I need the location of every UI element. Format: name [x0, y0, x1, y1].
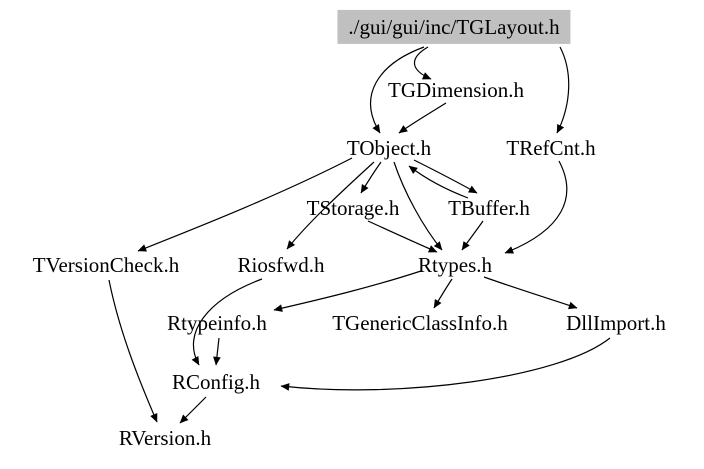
node-tversioncheck[interactable]: TVersionCheck.h [32, 252, 180, 277]
edge-tstorage-rtypes [367, 220, 438, 253]
edge-riosfwd-rconfig [191, 278, 263, 366]
node-tbuffer[interactable]: TBuffer.h [448, 195, 530, 220]
edge-tobject-rtypes [393, 161, 443, 251]
node-tglayout-root: ./gui/gui/inc/TGLayout.h [337, 9, 571, 45]
edge-tglayout-trefcnt [556, 46, 570, 134]
edge-tobject-riosfwd [286, 161, 375, 250]
edge-tbuffer-rtypes [461, 220, 484, 251]
edge-tobject-tstorage [360, 161, 382, 194]
edge-dllimport-rconfig [280, 337, 611, 391]
node-rversion[interactable]: RVersion.h [118, 425, 212, 450]
node-tstorage[interactable]: TStorage.h [306, 195, 400, 220]
node-riosfwd[interactable]: Riosfwd.h [237, 252, 325, 277]
edge-tbuffer-tobject [408, 165, 469, 199]
edge-tversioncheck-rversion [108, 279, 158, 423]
node-dllimport[interactable]: DllImport.h [566, 310, 666, 335]
edge-tgdimension-tobject [398, 102, 447, 134]
node-rconfig[interactable]: RConfig.h [171, 369, 261, 394]
edge-rtypes-dllimport [483, 276, 578, 310]
node-rtypeinfo[interactable]: Rtypeinfo.h [167, 310, 267, 335]
node-tgenericclassinfo[interactable]: TGenericClassInfo.h [332, 310, 508, 335]
node-rtypes[interactable]: Rtypes.h [417, 252, 493, 277]
edge-tglayout-tobject [370, 46, 425, 134]
edge-rtypes-rtypeinfo [273, 270, 422, 312]
node-tobject[interactable]: TObject.h [346, 135, 432, 160]
edge-tobject-tbuffer [413, 159, 478, 194]
node-tgdimension[interactable]: TGDimension.h [388, 77, 524, 102]
node-trefcnt[interactable]: TRefCnt.h [506, 135, 596, 160]
edge-tobject-tversioncheck [137, 157, 353, 252]
edge-tglayout-tgdimension [413, 46, 432, 80]
edge-trefcnt-rtypes [504, 160, 568, 254]
edge-rtypes-tgenericclassinfo [433, 278, 453, 309]
edge-rtypeinfo-rconfig [213, 337, 221, 366]
edge-rconfig-rversion [179, 396, 207, 424]
